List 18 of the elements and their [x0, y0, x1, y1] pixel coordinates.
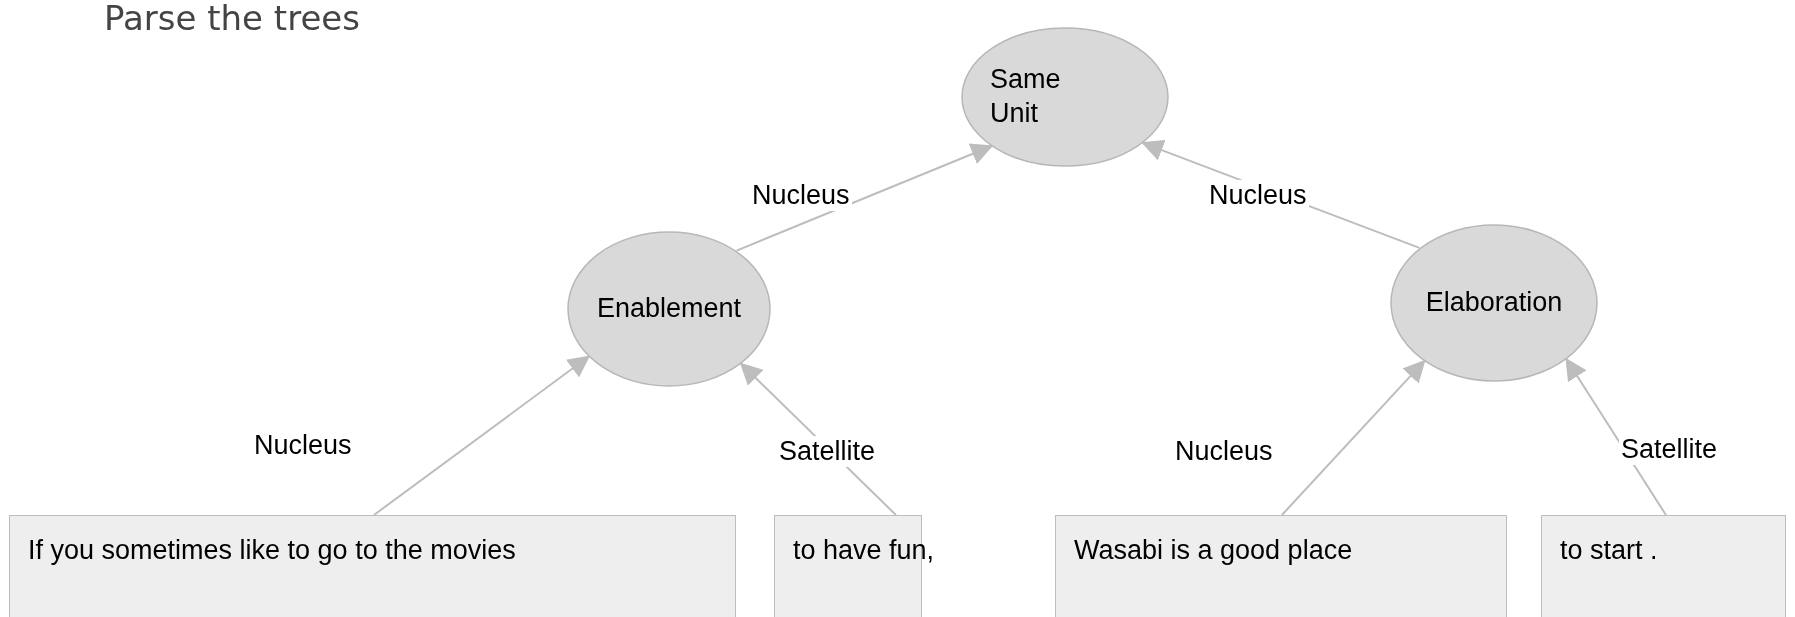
- segment-text: Wasabi is a good place: [1074, 534, 1353, 567]
- segment-text: to have fun,: [793, 534, 935, 567]
- relation-ellipse: [1390, 224, 1598, 382]
- relation-ellipse: [961, 27, 1169, 167]
- arrow: [1565, 357, 1667, 516]
- relation-label: Elaboration: [1425, 286, 1563, 320]
- segment-text: to start .: [1560, 534, 1658, 567]
- text-segment-box: [1541, 515, 1786, 617]
- text-segment-box: [9, 515, 736, 617]
- arrow: [1280, 359, 1426, 516]
- arrow: [735, 143, 994, 252]
- relation-ellipse: [567, 231, 771, 387]
- diagram-title: Parse the trees: [104, 0, 360, 38]
- arrow: [372, 355, 591, 516]
- relation-label: Enablement: [596, 292, 742, 326]
- text-segment-box: [1055, 515, 1507, 617]
- relation-label: Same Unit: [990, 63, 1062, 130]
- segment-text: If you sometimes like to go to the movies: [28, 534, 516, 567]
